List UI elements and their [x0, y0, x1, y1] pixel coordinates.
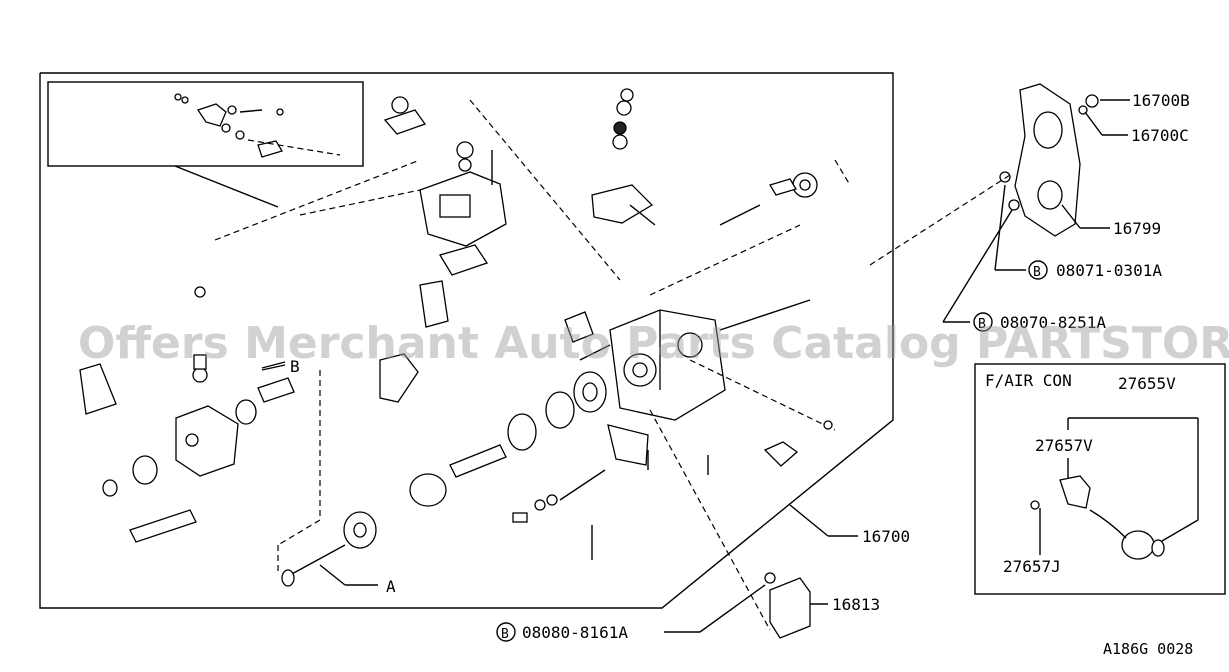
governor-housing-cluster: [214, 96, 621, 403]
bracket-16813: [664, 572, 828, 639]
bolt-symbol-letter: B: [501, 627, 509, 642]
drive-shaft-assembly: [281, 371, 607, 587]
inset-linkage-parts: [174, 93, 341, 158]
bolt-symbol-letter: B: [978, 317, 986, 332]
label-08071-0301a: 08071-0301A: [1056, 261, 1162, 280]
pump-body: [564, 224, 836, 431]
bolt-symbol-letter: B: [1033, 265, 1041, 280]
label-16813: 16813: [832, 595, 880, 614]
diagram-code: A186G 0028: [1103, 640, 1193, 658]
callout-a: A: [386, 577, 396, 596]
bracket-16799: [869, 83, 1130, 323]
label-27657v: 27657V: [1035, 436, 1093, 455]
inset-title: F/AIR CON: [985, 371, 1072, 390]
label-08070-8251a: 08070-8251A: [1000, 313, 1106, 332]
callout-leaders: [261, 364, 286, 371]
label-16700b: 16700B: [1132, 91, 1190, 110]
air-con-inset: [974, 363, 1226, 595]
lever-linkage-parts: [591, 88, 851, 226]
left-housing-cluster: [79, 286, 321, 575]
label-16799: 16799: [1113, 219, 1161, 238]
leader-16700: [789, 504, 858, 537]
part-labels: 16700B 16700C 16799 B 08071-0301A B 0807…: [290, 91, 1193, 658]
callout-b: B: [290, 357, 300, 376]
label-16700: 16700: [862, 527, 910, 546]
label-16700c: 16700C: [1131, 126, 1189, 145]
watermark: Offers Merchant Auto Parts Catalog PARTS…: [78, 318, 1229, 369]
bolt-symbol-icon: [496, 622, 516, 642]
label-27657j: 27657J: [1003, 557, 1061, 576]
bolt-symbol-icon: [973, 312, 993, 332]
detail-inset-box: [47, 81, 364, 208]
main-assembly-outline: [39, 72, 894, 609]
label-08080-8161a: 08080-8161A: [522, 623, 628, 642]
bolt-symbol-icon: [1028, 260, 1048, 280]
lower-center-parts: [512, 409, 833, 631]
label-27655v: 27655V: [1118, 374, 1176, 393]
